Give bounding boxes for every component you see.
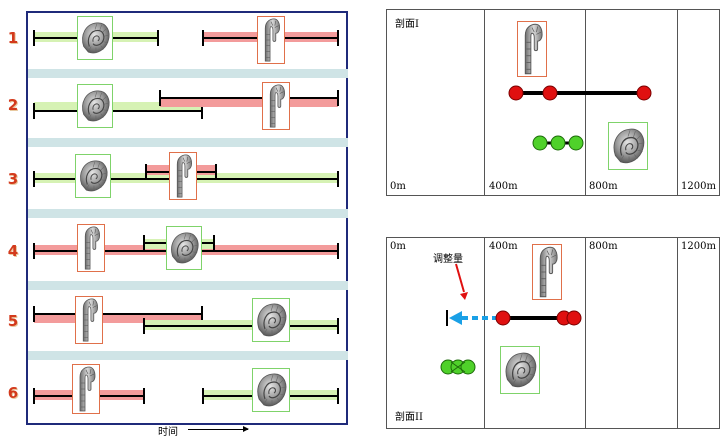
row-number-5: 5 xyxy=(7,312,19,330)
ammonite-hooked-icon xyxy=(77,224,105,272)
section-1-panel: 剖面I 0m 400m 800m 1200m xyxy=(386,9,720,196)
green-range-marker xyxy=(440,359,476,375)
row-number-4: 4 xyxy=(7,242,19,260)
ammonite-hooked-icon xyxy=(257,16,285,64)
green-range-bar xyxy=(34,102,202,112)
ammonite-coiled-icon xyxy=(252,368,290,412)
red-range-bar xyxy=(160,97,338,107)
ammonite-coiled-icon xyxy=(252,298,290,342)
row-separator xyxy=(28,351,348,360)
green-range-marker xyxy=(532,135,584,151)
row-number-1: 1 xyxy=(7,29,19,47)
grid-line-400m xyxy=(484,10,485,195)
ammonite-hooked-icon xyxy=(72,364,100,414)
ammonite-hooked-icon xyxy=(517,21,547,77)
tick-label-400m: 400m xyxy=(489,181,518,192)
row-separator xyxy=(28,138,348,147)
ammonite-hooked-icon xyxy=(75,296,103,344)
tick-label-400m: 400m xyxy=(489,241,518,252)
row-number-3: 3 xyxy=(7,170,19,188)
grid-line-800m xyxy=(585,238,586,428)
red-range-line xyxy=(159,90,339,106)
ammonite-coiled-icon xyxy=(77,84,113,128)
red-range-bar xyxy=(34,313,202,323)
range-comparison-panel xyxy=(26,11,348,425)
ammonite-hooked-icon xyxy=(262,82,290,130)
shifted-range-marker xyxy=(446,310,582,326)
green-range-line xyxy=(143,318,339,334)
ammonite-hooked-icon xyxy=(532,244,562,300)
grid-line-1200m xyxy=(677,10,678,195)
red-range-line xyxy=(33,306,203,322)
tick-label-800m: 800m xyxy=(589,241,618,252)
ammonite-coiled-icon xyxy=(608,122,648,170)
section-1-title: 剖面I xyxy=(395,19,419,30)
section-2-title: 剖面II xyxy=(395,412,423,423)
adjustment-label: 调整量 xyxy=(433,254,463,265)
ammonite-coiled-icon xyxy=(77,16,113,60)
time-axis-label: 时间 xyxy=(158,427,178,438)
row-number-6: 6 xyxy=(7,384,19,402)
row-number-2: 2 xyxy=(7,96,19,114)
time-arrow-icon xyxy=(188,426,249,432)
red-range-marker xyxy=(508,85,652,101)
ammonite-coiled-icon xyxy=(75,154,111,198)
grid-line-800m xyxy=(585,10,586,195)
tick-label-1200m: 1200m xyxy=(681,181,716,192)
row-separator xyxy=(28,281,348,290)
ammonite-hooked-icon xyxy=(169,152,197,200)
green-range-line xyxy=(33,103,203,119)
tick-label-1200m: 1200m xyxy=(681,241,716,252)
grid-line-1200m xyxy=(677,238,678,428)
ammonite-coiled-icon xyxy=(500,346,540,394)
tick-label-0m: 0m xyxy=(390,241,406,252)
row-separator xyxy=(28,209,348,218)
grid-line-400m xyxy=(484,238,485,428)
row-separator xyxy=(28,69,348,78)
section-2-panel: 0m 400m 800m 1200m 调整量 剖面II xyxy=(386,237,720,429)
ammonite-coiled-icon xyxy=(166,226,202,270)
adjustment-pointer-arrow-icon xyxy=(455,263,468,300)
tick-label-800m: 800m xyxy=(589,181,618,192)
tick-label-0m: 0m xyxy=(390,181,406,192)
